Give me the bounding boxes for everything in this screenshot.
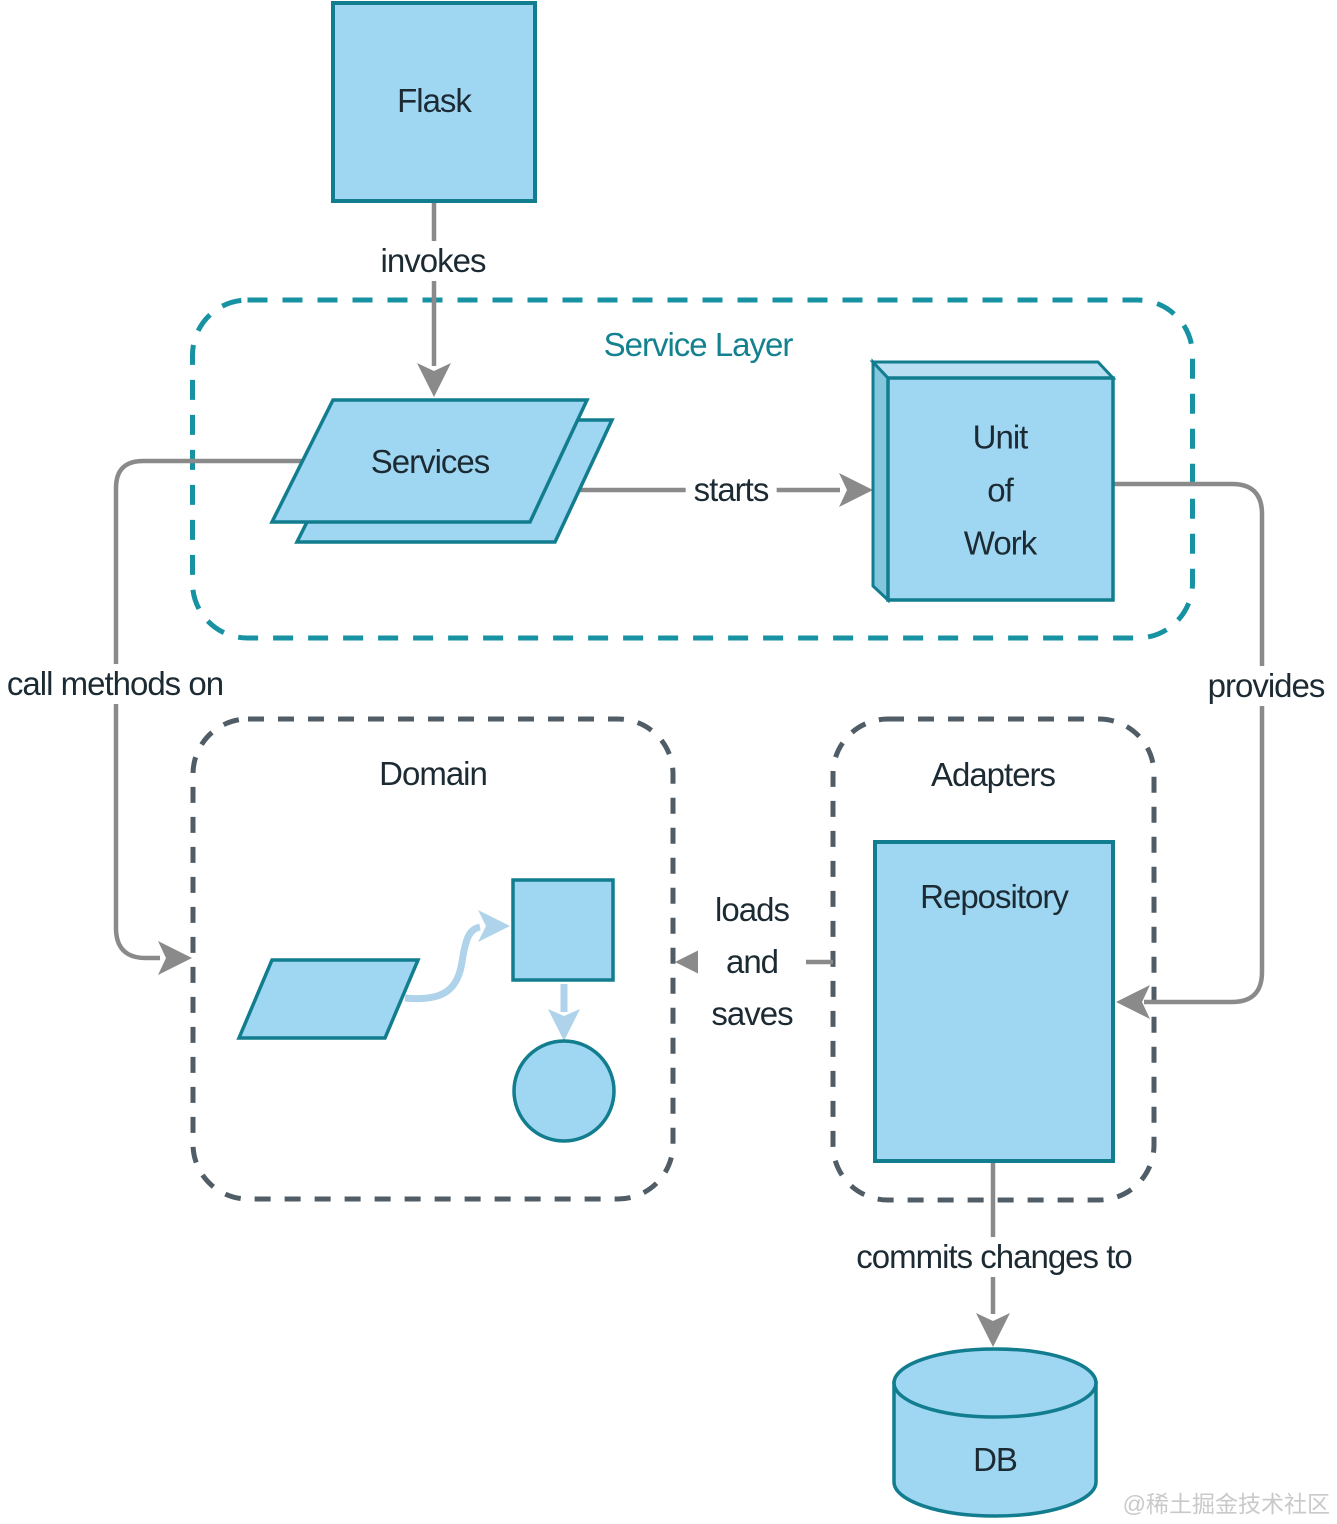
service-layer-title: Service Layer <box>603 326 794 364</box>
db-node <box>892 1347 1098 1518</box>
commits-changes-to-arrowhead <box>976 1313 1010 1347</box>
domain-square <box>511 878 615 982</box>
starts-label: starts <box>685 470 777 510</box>
service-layer-region <box>190 297 1195 641</box>
loads-and-saves-label: loads and saves <box>698 883 806 1041</box>
services-label: Services <box>370 443 491 481</box>
domain-flow-arrow-1 <box>404 923 481 1003</box>
unit-of-work-label: Unit of Work <box>963 418 1037 562</box>
commits-changes-to-label: commits changes to <box>848 1237 1140 1277</box>
call-methods-on-arrow-line <box>113 458 303 961</box>
domain-region <box>190 716 676 1202</box>
call-methods-on-arrowhead <box>158 941 192 975</box>
provides-label: provides <box>1199 666 1333 706</box>
db-cylinder-top <box>892 1347 1098 1419</box>
flask-node <box>331 1 537 203</box>
call-methods-on-label: call methods on <box>0 664 232 704</box>
provides-arrowhead <box>1116 985 1150 1019</box>
domain-parallelogram <box>236 958 421 1040</box>
provides-arrow-line <box>1110 481 1265 1005</box>
repository-node <box>873 840 1115 1163</box>
db-cylinder-body <box>892 1381 1098 1518</box>
starts-arrowhead <box>839 473 873 507</box>
unit-of-work-node <box>869 358 1117 604</box>
domain-circle <box>512 1039 616 1143</box>
services-node <box>269 398 590 524</box>
watermark: @稀土掘金技术社区 <box>1122 1491 1330 1517</box>
domain-title: Domain <box>379 755 488 793</box>
flask-label: Flask <box>397 82 472 120</box>
connector-lines <box>113 202 1265 1314</box>
unit-of-work-front-face <box>886 376 1115 602</box>
adapters-region <box>830 716 1157 1203</box>
repository-label: Repository <box>920 878 1069 916</box>
invokes-arrowhead <box>417 363 451 397</box>
unit-of-work-top-face <box>869 360 1117 380</box>
domain-flow-arrow-1-head <box>478 910 510 942</box>
unit-of-work-side-face <box>871 358 890 604</box>
domain-flow-arrow-2-head <box>548 1009 580 1041</box>
invokes-label: invokes <box>372 241 494 281</box>
adapters-title: Adapters <box>930 756 1056 794</box>
db-label: DB <box>973 1441 1018 1479</box>
